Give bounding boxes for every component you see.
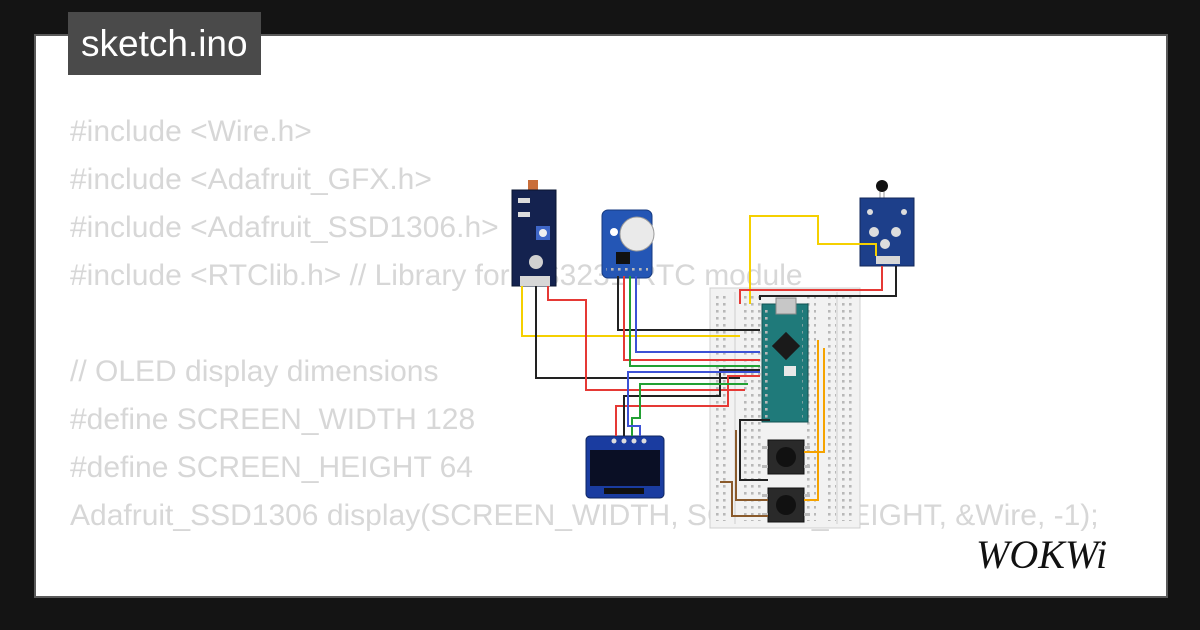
code-line: #define SCREEN_HEIGHT 64 <box>70 451 473 484</box>
code-line: Adafruit_SSD1306 display(SCREEN_WIDTH, S… <box>70 499 1099 532</box>
code-line: RTC_DS3231 rtc; // Initialize RTC object <box>70 588 1099 596</box>
code-line: #include <Adafruit_GFX.h> <box>70 163 432 196</box>
sketch-title: sketch.ino <box>68 12 261 75</box>
wokwi-logo-text: WOKWi <box>976 532 1107 577</box>
wires <box>521 215 897 517</box>
code-line: #include <Wire.h> <box>70 115 312 148</box>
arduino-nano <box>761 297 809 423</box>
oled-display <box>585 435 665 499</box>
code-line: // OLED display dimensions <box>70 355 439 388</box>
code-listing: #include <Wire.h> #include <Adafruit_GFX.… <box>70 108 1099 596</box>
preview-card: #include <Wire.h> #include <Adafruit_GFX.… <box>34 34 1168 598</box>
ldr-sensor-module <box>511 180 557 287</box>
ntc-temperature-sensor <box>859 180 915 267</box>
code-line: #define SCREEN_WIDTH 128 <box>70 403 476 436</box>
rtc-module <box>601 209 655 279</box>
wokwi-logo: WOKWi <box>976 532 1107 577</box>
code-line: #include <Adafruit_SSD1306.h> <box>70 211 499 244</box>
code-line: #include <RTClib.h> // Library for DS323… <box>70 259 803 292</box>
pushbutton-top <box>762 439 810 475</box>
pushbutton-bottom <box>762 487 810 523</box>
